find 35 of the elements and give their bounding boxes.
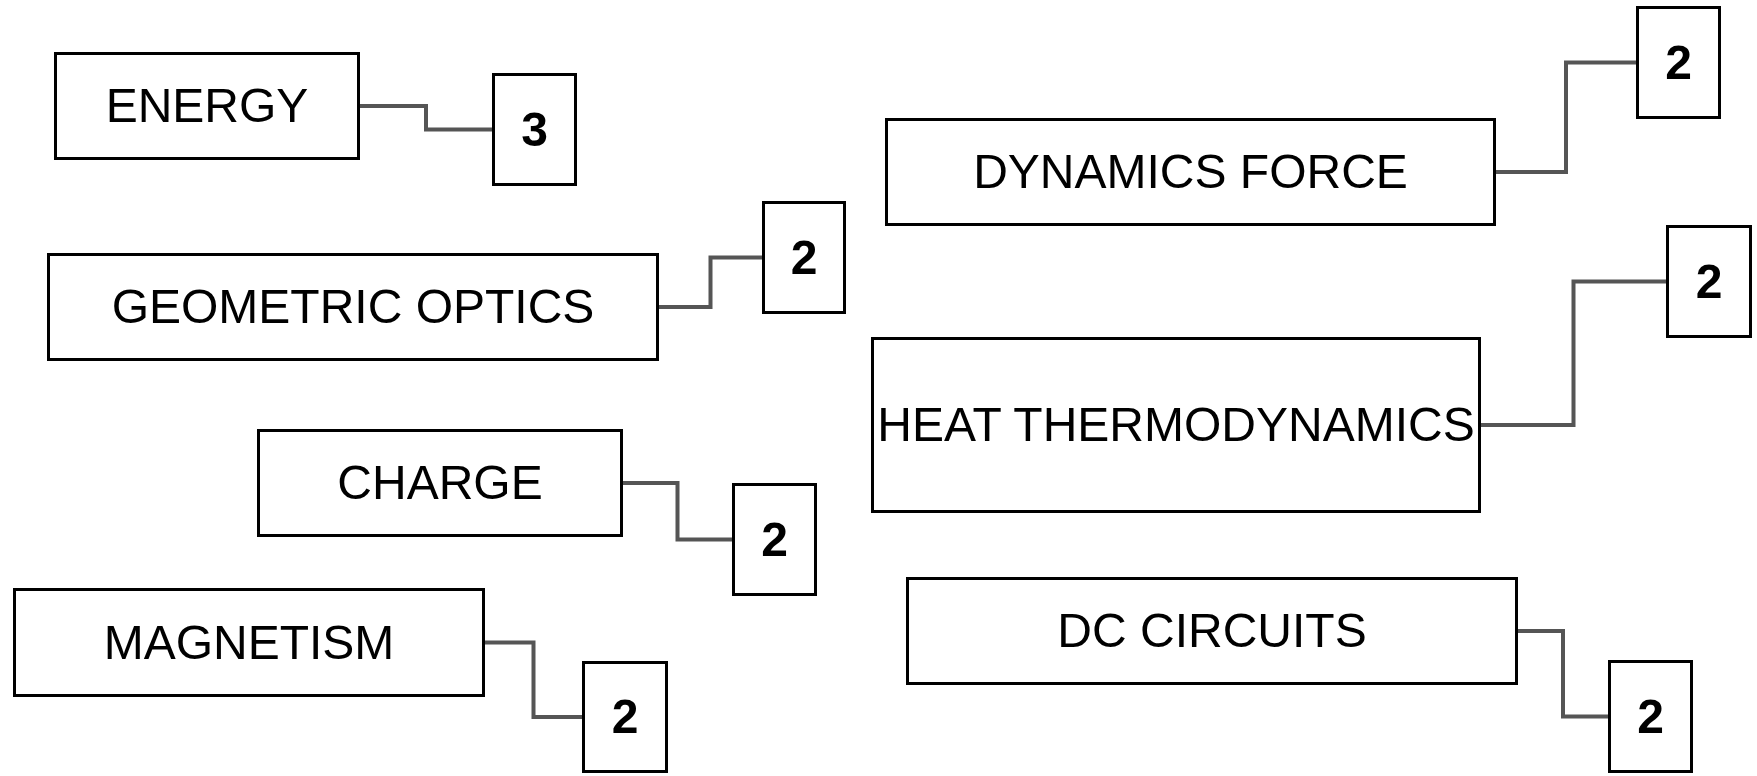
number-box: [1666, 225, 1752, 338]
topic-box: [47, 253, 659, 361]
number-box: [492, 73, 577, 186]
connector-line: [1496, 60, 1636, 174]
topic-label: HEAT THERMODYNAMICS: [877, 397, 1475, 453]
connector-line: [623, 481, 732, 542]
topic-box: [885, 118, 1496, 226]
topic-box: [906, 577, 1518, 685]
topic-label: ENERGY: [105, 78, 309, 134]
number-box: [762, 201, 846, 314]
number-box: [1636, 6, 1721, 119]
topic-box: [13, 588, 485, 697]
topic-label: DC CIRCUITS: [1057, 603, 1367, 659]
count-label: 2: [761, 511, 788, 568]
count-label: 3: [521, 101, 548, 158]
topic-box: [871, 337, 1481, 513]
connector-line: [659, 255, 762, 309]
count-label: 2: [1637, 688, 1664, 745]
connector-line: [485, 640, 582, 719]
number-box: [1608, 660, 1693, 773]
topic-label: GEOMETRIC OPTICS: [111, 279, 595, 335]
topic-label: DYNAMICS FORCE: [973, 144, 1408, 200]
topic-label: MAGNETISM: [103, 614, 395, 671]
count-label: 2: [611, 689, 639, 745]
topic-box: [54, 52, 360, 160]
topic-label: CHARGE: [337, 455, 543, 511]
number-box: [732, 483, 817, 596]
count-label: 2: [790, 229, 818, 286]
count-label: 2: [1665, 34, 1692, 91]
number-box: [582, 661, 668, 773]
topic-box: [257, 429, 623, 537]
connector-line: [1481, 279, 1666, 427]
connector-line: [1518, 629, 1608, 719]
count-label: 2: [1695, 253, 1723, 310]
connector-line: [360, 104, 492, 132]
